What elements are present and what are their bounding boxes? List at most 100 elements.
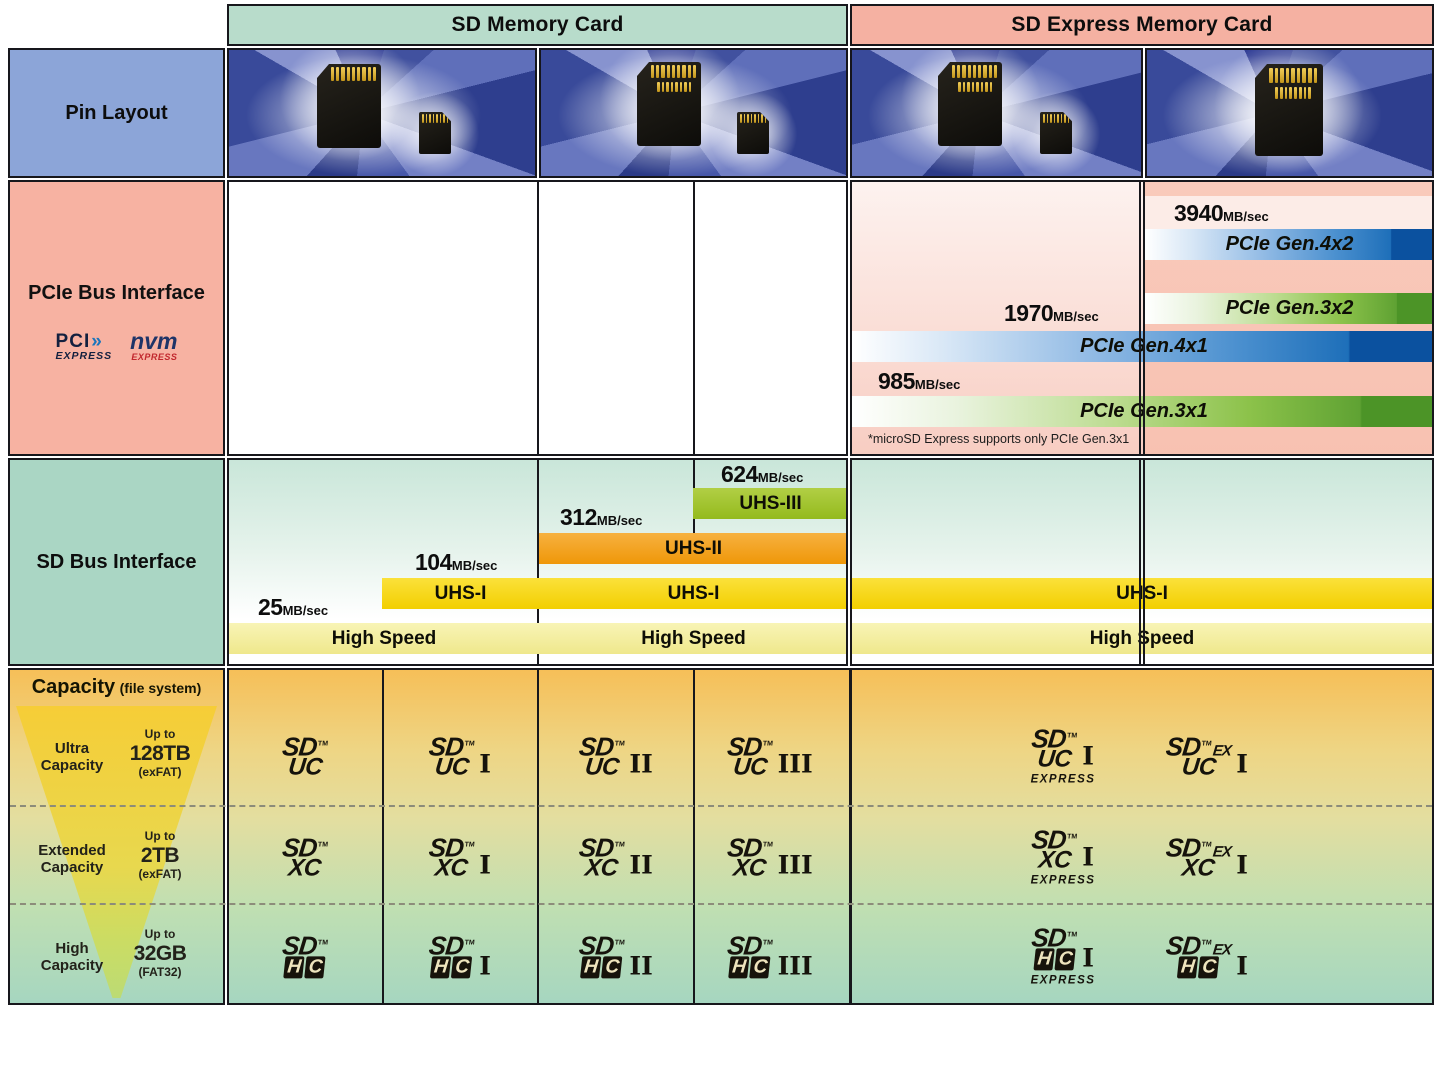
tier-dashed-divider [10, 903, 1432, 905]
pcie-gen4x2-bar: PCIe Gen.4x2 [1145, 229, 1432, 260]
pcie-label-title: PCIe Bus Interface [28, 282, 205, 304]
pcie-col4-lightband [1145, 196, 1432, 229]
sd-card-image [938, 62, 1002, 146]
column-divider [537, 460, 539, 664]
high-speed-label: High Speed [641, 627, 746, 649]
card-pins [740, 114, 766, 123]
sd-express-card-image [1255, 64, 1323, 156]
high-speed-label: High Speed [1089, 627, 1195, 649]
speed-624: 624MB/sec [721, 461, 804, 487]
speed-312: 312MB/sec [560, 504, 643, 530]
card-pins [422, 114, 448, 123]
pci-logo-subtext: EXPRESS [55, 350, 113, 362]
sd-bus-sd-panel: 624MB/sec UHS-III 312MB/sec UHS-II 104MB… [227, 458, 848, 666]
card-pins [1269, 68, 1318, 83]
column-divider [1139, 182, 1141, 454]
pcie-footnote: *microSD Express supports only PCIe Gen.… [868, 432, 1130, 446]
pcie-sd-empty-panel [227, 180, 848, 456]
pin-layout-image-sd-uhs1 [227, 48, 537, 178]
pin-layout-image-sd-express-dual-row [1145, 48, 1434, 178]
uhs-i-bar-col2: UHS-I [539, 578, 846, 609]
column-divider [537, 670, 539, 1003]
nvm-express-logo: nvm EXPRESS [130, 328, 178, 362]
sd-bus-express-panel: UHS-I High Speed [850, 458, 1434, 666]
uhs-ii-label: UHS-II [665, 537, 722, 559]
pin-layout-label: Pin Layout [8, 48, 225, 178]
nvm-logo-text: nvm [130, 328, 178, 354]
card-pins [331, 67, 376, 81]
card-pins [952, 65, 997, 78]
high-speed-bar-col1: High Speed [229, 623, 539, 654]
uhs-ii-bar: UHS-II [539, 533, 846, 564]
column-divider [1139, 460, 1141, 664]
capacity-title-main: Capacity [31, 676, 116, 698]
microsd-card-image [1040, 112, 1072, 154]
card-pins [1043, 114, 1069, 123]
column-divider [1143, 460, 1145, 664]
header-sd-memory-card: SD Memory Card [227, 4, 848, 46]
nvm-logo-subtext: EXPRESS [131, 351, 178, 362]
column-divider [1143, 182, 1145, 454]
uhs-i-label: UHS-I [1116, 582, 1168, 604]
speed-985: 985MB/sec [878, 368, 961, 394]
card-pins [1275, 87, 1311, 99]
pcie-gen4x2-label: PCIe Gen.4x2 [1225, 233, 1354, 255]
high-speed-bar-express: High Speed [852, 623, 1432, 654]
card-pins [657, 82, 691, 92]
pin-layout-image-sd-uhs2 [539, 48, 848, 178]
microsd-card-image [737, 112, 769, 154]
uhs-i-bar-express: UHS-I [852, 578, 1432, 609]
uhs-iii-bar: UHS-III [693, 488, 846, 519]
sd-bus-interface-label: SD Bus Interface [8, 458, 225, 666]
column-divider [693, 182, 695, 454]
capacity-title-suffix: (file system) [119, 680, 202, 696]
pcie-logos: PCI» EXPRESS nvm EXPRESS [10, 328, 223, 362]
pci-logo-text: PCI [55, 331, 91, 352]
capacity-title: Capacity (file system) [10, 676, 223, 699]
uhs-i-label: UHS-I [434, 582, 487, 604]
uhs-i-bar-col1: UHS-I [382, 578, 539, 609]
pcie-gen3x2-label: PCIe Gen.3x2 [1225, 297, 1354, 319]
tier-dashed-divider [10, 805, 1432, 807]
speed-1970: 1970MB/sec [1004, 300, 1099, 326]
uhs-iii-label: UHS-III [739, 492, 802, 514]
uhs-i-label: UHS-I [667, 582, 720, 604]
pcie-gen3x2-bar: PCIe Gen.3x2 [1145, 293, 1432, 324]
column-divider [693, 670, 695, 1003]
speed-104: 104MB/sec [415, 549, 498, 575]
sd-card-image [317, 64, 381, 148]
card-pins [651, 65, 696, 78]
column-divider [382, 670, 384, 1003]
microsd-card-image [419, 112, 451, 154]
pin-layout-image-sd-express [850, 48, 1143, 178]
pci-chevron-icon: » [91, 331, 103, 352]
speed-3940: 3940MB/sec [1174, 200, 1269, 226]
pcie-bus-interface-label: PCIe Bus Interface PCI» EXPRESS nvm EXPR… [8, 180, 225, 456]
high-speed-label: High Speed [331, 627, 437, 649]
